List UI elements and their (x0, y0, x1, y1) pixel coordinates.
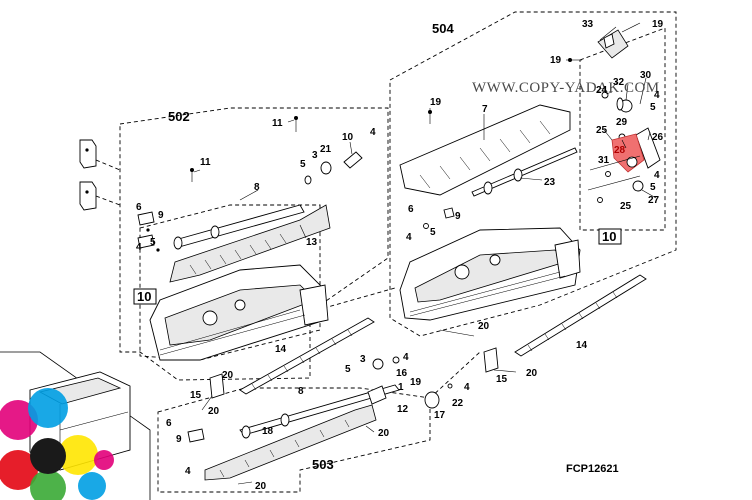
part-label: 5 (300, 159, 306, 170)
part-label: 15 (496, 374, 508, 385)
part-label: 19 (430, 97, 442, 108)
part-label: 4 (403, 352, 409, 363)
callout-box-right (598, 228, 622, 245)
part-label: 17 (434, 410, 446, 421)
roller-subassembly (587, 29, 661, 203)
group-label-503: 503 (312, 457, 334, 472)
part-label: 19 (652, 19, 664, 30)
part-label: 19 (410, 377, 422, 388)
part-label: 26 (652, 132, 664, 143)
callout-box-left (133, 288, 157, 305)
part-label: 11 (272, 118, 283, 129)
part-label: 32 (613, 77, 625, 88)
paper-feed-unit-502 (137, 116, 363, 361)
part-label: 20 (255, 481, 267, 492)
part-label: 31 (598, 155, 610, 166)
part-label: 1 (398, 382, 404, 393)
part-label: 5 (650, 182, 656, 193)
part-label: 4 (406, 232, 412, 243)
group-label-504: 504 (432, 21, 454, 36)
part-label: 10 (342, 132, 354, 143)
part-label: 4 (370, 127, 376, 138)
part-label: 15 (190, 390, 202, 401)
part-label: 4 (185, 466, 191, 477)
part-label: 8 (254, 182, 260, 193)
part-label: 20 (526, 368, 538, 379)
part-label: 5 (150, 237, 156, 248)
part-label: 4 (654, 170, 660, 181)
part-label: 5 (345, 364, 351, 375)
part-label: 14 (275, 344, 287, 355)
paper-feed-unit-504 (399, 58, 582, 321)
part-label: 7 (482, 104, 488, 115)
part-label: 4 (464, 382, 470, 393)
part-label: 27 (648, 195, 660, 206)
callout-label-left: 10 (137, 289, 151, 304)
part-label: 20 (222, 370, 234, 381)
part-label: 16 (396, 368, 408, 379)
group-label-502: 502 (168, 109, 190, 124)
part-label: 3 (360, 354, 366, 365)
part-label: 13 (306, 237, 318, 248)
part-label: 9 (176, 434, 182, 445)
callout-label-right: 10 (602, 229, 616, 244)
part-label: 24 (596, 85, 608, 96)
part-label: 3 (312, 150, 318, 161)
side-brackets (79, 139, 97, 211)
part-label: 4 (654, 90, 660, 101)
part-label: 14 (576, 340, 588, 351)
part-label: 29 (616, 117, 628, 128)
figure-code: FCP12621 (566, 463, 619, 475)
part-labels: 33 19 19 32 30 24 4 5 25 29 26 28 31 4 5… (136, 19, 664, 492)
part-label: 19 (550, 55, 562, 66)
paper-feed-unit-503 (187, 356, 453, 481)
part-label: 12 (397, 404, 409, 415)
part-label: 25 (596, 125, 608, 136)
part-label: 6 (408, 204, 414, 215)
part-label: 21 (320, 144, 332, 155)
part-label: 9 (158, 210, 164, 221)
part-label: 28 (614, 145, 626, 156)
group-outlines (95, 11, 677, 493)
part-label: 4 (136, 242, 142, 253)
part-label: 25 (620, 201, 632, 212)
part-label: 33 (582, 19, 594, 30)
part-label: 5 (650, 102, 656, 113)
part-label: 22 (452, 398, 464, 409)
part-label: 6 (136, 202, 142, 213)
part-label: 23 (544, 177, 556, 188)
brand-logo (0, 388, 114, 500)
part-label: 9 (455, 211, 461, 222)
watermark-text: WWW.COPY-YADAK.COM (472, 80, 660, 96)
part-label: 5 (430, 227, 436, 238)
part-label: 8 (298, 386, 304, 397)
separation-guides (209, 274, 647, 399)
part-label: 20 (208, 406, 220, 417)
part-label: 11 (200, 157, 211, 168)
part-label: 20 (478, 321, 490, 332)
part-label: 30 (640, 70, 652, 81)
part-label: 6 (166, 418, 172, 429)
part-label: 20 (378, 428, 390, 439)
part-label: 18 (262, 426, 274, 437)
leader-lines (193, 22, 657, 485)
